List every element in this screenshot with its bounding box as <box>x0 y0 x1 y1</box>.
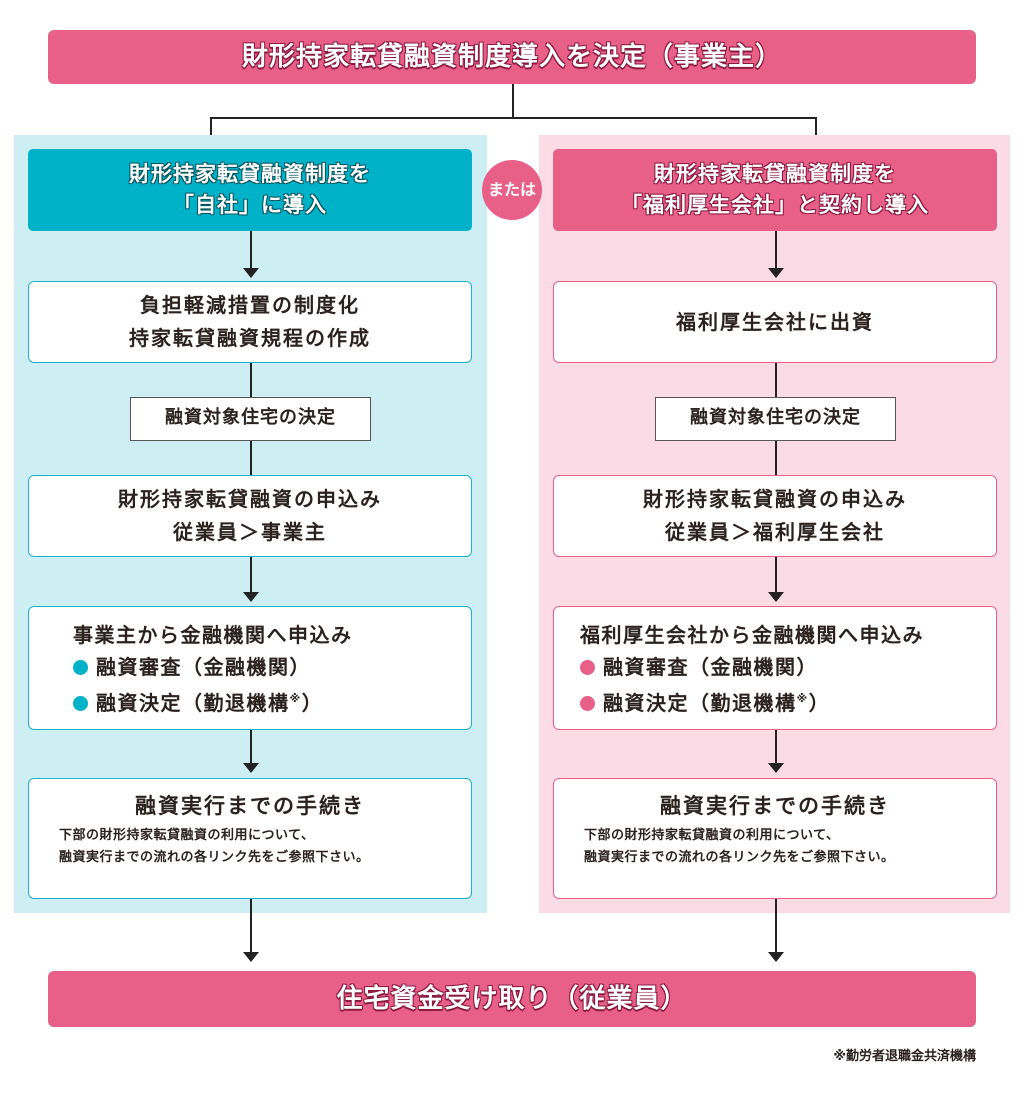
connector-line <box>250 730 252 766</box>
bottom-banner-receive-funds: 住宅資金受け取り（従業員） <box>48 971 976 1027</box>
connector-line <box>250 899 252 954</box>
right-bullet-decision-close: ） <box>808 691 831 715</box>
arrow-down-icon <box>243 763 259 773</box>
right-step-application: 財形持家転貸融資の申込み 従業員＞福利厚生会社 <box>553 475 997 557</box>
left-step-application-line1: 財形持家転貸融資の申込み <box>118 487 382 511</box>
bullet-dot-icon <box>580 660 595 675</box>
right-bullet-decision: 融資決定（勤退機構※） <box>580 683 996 719</box>
left-step-bank-application: 事業主から金融機関へ申込み 融資審査（金融機関） 融資決定（勤退機構※） <box>28 606 472 730</box>
left-procedures-desc: 下部の財形持家転貸融資の利用について、 融資実行までの流れの各リンク先をご参照下… <box>29 825 471 869</box>
right-procedures-title: 融資実行までの手続き <box>660 794 890 818</box>
right-heading-line1: 財形持家転貸融資制度を <box>654 162 896 186</box>
left-bullet-screening: 融資審査（金融機関） <box>73 651 471 683</box>
arrow-down-icon <box>768 592 784 602</box>
right-step-housing-decision: 融資対象住宅の決定 <box>655 397 896 441</box>
right-procedures-desc: 下部の財形持家転貸融資の利用について、 融資実行までの流れの各リンク先をご参照下… <box>554 825 996 869</box>
left-step-application: 財形持家転貸融資の申込み 従業員＞事業主 <box>28 475 472 557</box>
bullet-dot-icon <box>73 696 88 711</box>
connector-line <box>775 363 777 397</box>
right-procedures-desc-line2: 融資実行までの流れの各リンク先をご参照下さい。 <box>584 850 895 865</box>
arrow-down-icon <box>243 592 259 602</box>
left-step-policy: 負担軽減措置の制度化 持家転貸融資規程の作成 <box>28 281 472 363</box>
right-step-application-line1: 財形持家転貸融資の申込み <box>643 487 907 511</box>
left-step-housing-decision: 融資対象住宅の決定 <box>130 397 371 441</box>
connector-line <box>250 557 252 595</box>
or-badge: または <box>482 160 542 220</box>
left-bullet-decision: 融資決定（勤退機構※） <box>73 683 471 719</box>
connector-line <box>210 117 212 149</box>
left-step-bank-title: 事業主から金融機関へ申込み <box>73 623 353 647</box>
footnote-mark: ※ <box>796 692 809 705</box>
left-heading-line2: 「自社」に導入 <box>173 193 327 217</box>
connector-line <box>775 441 777 475</box>
right-step-application-line2: 従業員＞福利厚生会社 <box>665 520 885 544</box>
connector-line <box>250 231 252 271</box>
left-heading-line1: 財形持家転貸融資制度を <box>129 162 371 186</box>
arrow-down-icon <box>243 952 259 962</box>
left-procedures-title: 融資実行までの手続き <box>135 794 365 818</box>
right-step-bank-application: 福利厚生会社から金融機関へ申込み 融資審査（金融機関） 融資決定（勤退機構※） <box>553 606 997 730</box>
connector-line <box>775 730 777 766</box>
connector-line <box>775 231 777 271</box>
connector-line <box>250 363 252 397</box>
top-banner-decision: 財形持家転貸融資制度導入を決定（事業主） <box>48 30 976 84</box>
footnote: ※勤労者退職金共済機構 <box>833 1049 976 1064</box>
left-step-procedures: 融資実行までの手続き 下部の財形持家転貸融資の利用について、 融資実行までの流れ… <box>28 778 472 899</box>
arrow-down-icon <box>768 952 784 962</box>
left-bullet-screening-text: 融資審査（金融機関） <box>96 655 311 679</box>
right-step-investment: 福利厚生会社に出資 <box>553 281 997 363</box>
right-bullet-screening-text: 融資審査（金融機関） <box>603 655 818 679</box>
left-step-policy-line2: 持家転貸融資規程の作成 <box>129 326 371 350</box>
arrow-down-icon <box>243 268 259 278</box>
connector-line <box>250 441 252 475</box>
left-bullet-decision-text: 融資決定（勤退機構 <box>96 691 290 715</box>
connector-line <box>210 117 816 119</box>
connector-line <box>512 84 514 118</box>
right-heading-line2: 「福利厚生会社」と契約し導入 <box>621 193 929 217</box>
bullet-dot-icon <box>73 660 88 675</box>
right-procedures-desc-line1: 下部の財形持家転貸融資の利用について、 <box>584 828 840 843</box>
connector-line <box>775 557 777 595</box>
left-step-policy-line1: 負担軽減措置の制度化 <box>140 293 360 317</box>
right-heading: 財形持家転貸融資制度を 「福利厚生会社」と契約し導入 <box>553 149 997 231</box>
left-procedures-desc-line2: 融資実行までの流れの各リンク先をご参照下さい。 <box>59 850 370 865</box>
left-heading: 財形持家転貸融資制度を 「自社」に導入 <box>28 149 472 231</box>
right-bullet-decision-text: 融資決定（勤退機構 <box>603 691 797 715</box>
connector-line <box>815 117 817 149</box>
connector-line <box>775 899 777 954</box>
arrow-down-icon <box>768 763 784 773</box>
right-bullet-screening: 融資審査（金融機関） <box>580 651 996 683</box>
right-step-procedures: 融資実行までの手続き 下部の財形持家転貸融資の利用について、 融資実行までの流れ… <box>553 778 997 899</box>
bullet-dot-icon <box>580 696 595 711</box>
left-procedures-desc-line1: 下部の財形持家転貸融資の利用について、 <box>59 828 315 843</box>
arrow-down-icon <box>768 268 784 278</box>
right-step-bank-title: 福利厚生会社から金融機関へ申込み <box>580 623 924 647</box>
footnote-mark: ※ <box>289 692 302 705</box>
left-bullet-decision-close: ） <box>301 691 324 715</box>
left-step-application-line2: 従業員＞事業主 <box>173 520 327 544</box>
